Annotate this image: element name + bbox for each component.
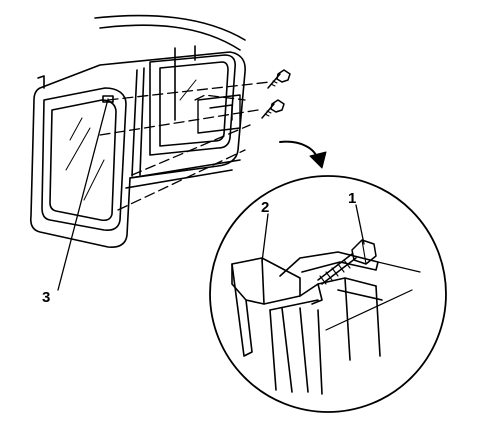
callout-label-door-frame-mount: 3 [42,289,51,306]
callout-1-leader [355,204,365,245]
mirror-bracket-detail [231,251,421,395]
detail-arrow-icon [279,140,327,169]
callout-2-leader [261,213,269,263]
detail-view [209,175,447,413]
bolt-icon [317,239,377,285]
bolt-icon [261,99,285,119]
bolt-icon [267,69,291,89]
callout-label-bolt: 1 [348,190,357,207]
callout-label-mirror-bracket: 2 [261,199,270,216]
door-bracket-icon [197,94,241,134]
callout-3-leader [57,98,109,291]
alignment-guide-lines [99,81,271,211]
vehicle-door-illustration [29,14,246,248]
